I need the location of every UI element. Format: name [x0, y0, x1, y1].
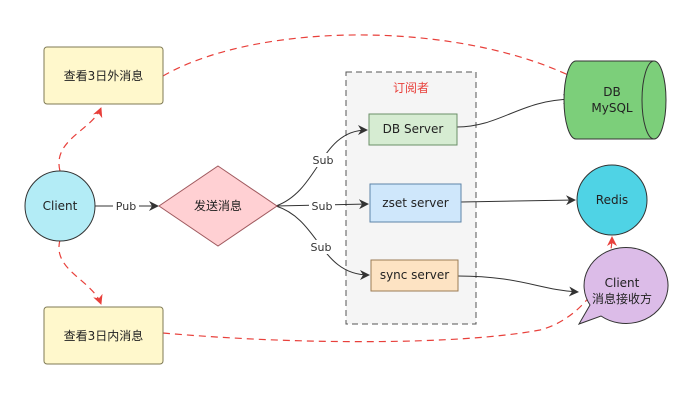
client-receiver-bubble[interactable] — [577, 247, 669, 325]
redis-node[interactable] — [576, 164, 648, 236]
edge-dbserver-to-db — [456, 94, 573, 128]
edge-query-outside-to-db — [162, 34, 587, 85]
query-outside-3d-box[interactable] — [43, 46, 164, 105]
db-server-box[interactable] — [368, 113, 458, 146]
db-server-label: DB Server — [383, 122, 444, 136]
query-within-3d-label: 查看3日内消息 — [64, 328, 144, 343]
edge-label-sub-zset: Sub — [312, 200, 333, 213]
edge-sync-to-receiver — [457, 275, 579, 297]
send-message-label: 发送消息 — [194, 198, 242, 213]
receiver-label-line1: Client — [605, 276, 640, 290]
edge-client-to-query-outside — [58, 107, 103, 172]
redis-label: Redis — [596, 193, 628, 207]
edge-query-within-to-redis — [162, 236, 617, 343]
query-outside-3d-label: 查看3日外消息 — [64, 68, 144, 83]
client-label: Client — [43, 199, 78, 213]
db-label-line2: MySQL — [591, 101, 633, 115]
edge-label-sub-db: Sub — [313, 154, 334, 167]
subscriber-group-label: 订阅者 — [393, 81, 429, 95]
db-label-line1: DB — [603, 85, 620, 99]
edge-label-sub-sync: Sub — [311, 241, 332, 254]
sync-server-box[interactable] — [370, 259, 459, 292]
edge-zset-to-redis — [460, 195, 576, 206]
db-mysql-cylinder[interactable] — [563, 60, 667, 140]
edge-client-to-query-within — [58, 239, 103, 305]
query-within-3d-box[interactable] — [43, 306, 164, 365]
edge-label-pub: Pub — [116, 200, 136, 213]
receiver-label-line2: 消息接收方 — [592, 291, 652, 306]
zset-server-box[interactable] — [369, 183, 462, 223]
client-node[interactable] — [24, 170, 96, 242]
send-message-diamond[interactable] — [158, 165, 278, 247]
sync-server-label: sync server — [380, 268, 449, 282]
zset-server-label: zset server — [382, 196, 449, 210]
